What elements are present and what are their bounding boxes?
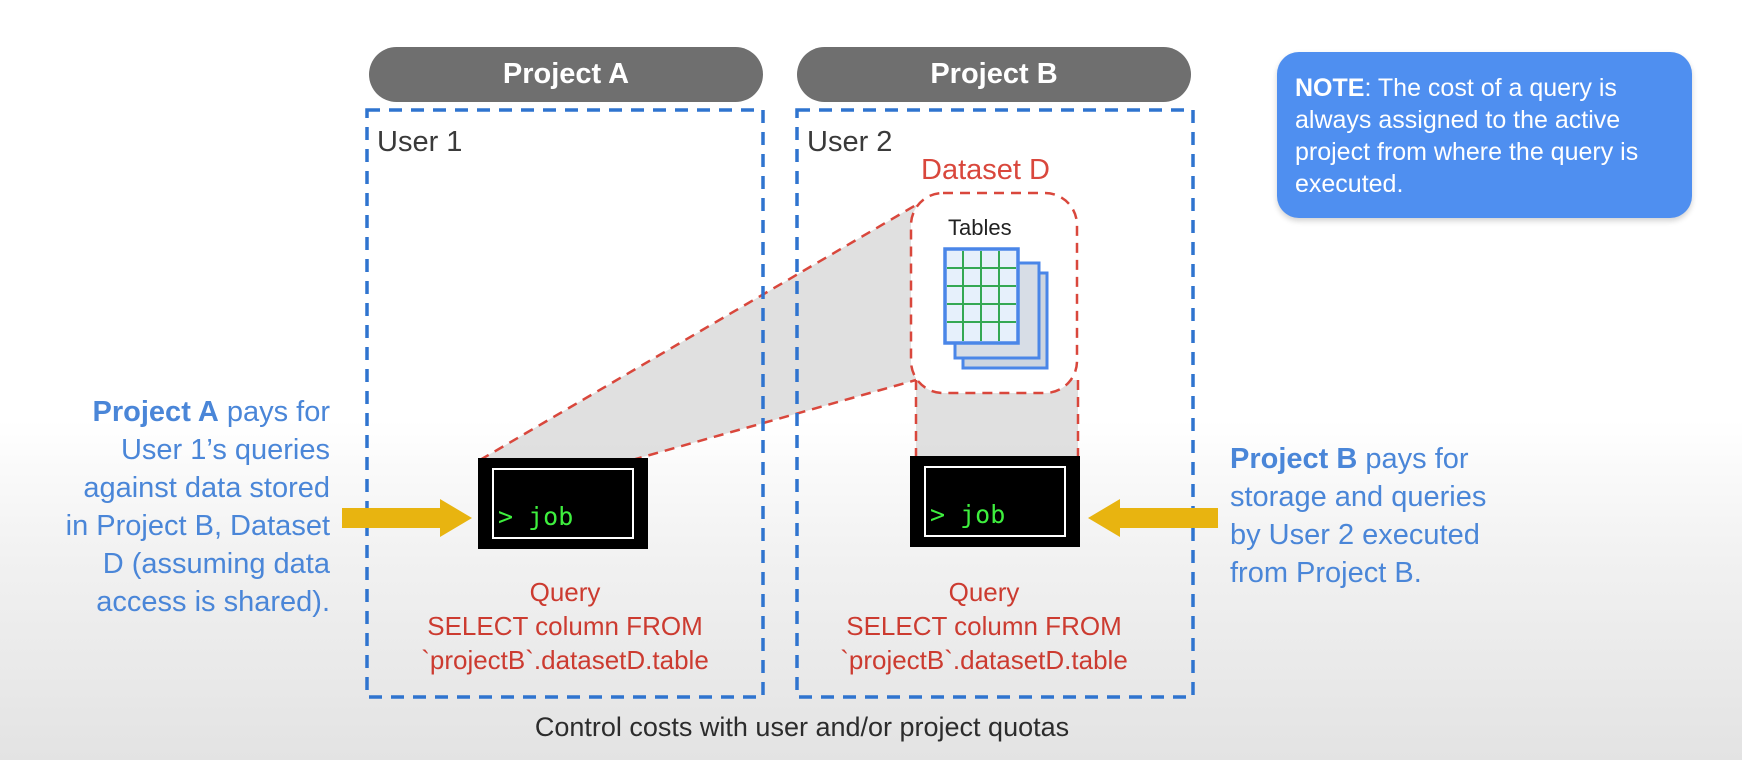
query-right: Query SELECT column FROM `projectB`.data… [786,575,1182,677]
query-line-1: SELECT column FROM [427,611,703,641]
query-title: Query [529,577,601,607]
query-left: Query SELECT column FROM `projectB`.data… [367,575,763,677]
job-terminal-right: > job [910,456,1080,547]
query-line-2: `projectB`.datasetD.table [840,645,1128,675]
note-emphasis: Project B [1230,443,1358,475]
project-a-boundary [365,108,765,699]
note-text: : The cost of a query is always assigned… [1295,74,1639,198]
user-1-label: User 1 [377,126,463,158]
footer-caption: Control costs with user and/or project q… [534,712,1070,742]
job-command: > job [498,502,574,531]
project-b-header: Project B [797,47,1191,102]
query-title: Query [948,577,1020,607]
dataset-d-label: Dataset D [921,154,1050,186]
note-title: NOTE [1295,74,1365,102]
note-emphasis: Project A [92,396,219,428]
note-callout: NOTE: The cost of a query is always assi… [1277,52,1692,218]
project-b-boundary [795,108,1195,699]
job-command: > job [930,500,1006,529]
project-b-billing-note: Project B pays for storage and queries b… [1230,443,1487,589]
user-2-label: User 2 [807,126,893,158]
arrow-right-icon [342,499,472,537]
tables-label: Tables [948,215,1012,240]
job-terminal-left: > job [478,458,648,549]
project-a-billing-note: Project A pays for User 1’s queries agai… [65,396,330,618]
projection-line-bottom [631,378,917,462]
project-a-header: Project A [369,47,763,102]
query-line-1: SELECT column FROM [846,611,1122,641]
tables-icon [943,247,1049,370]
arrow-left-icon [1088,499,1218,537]
query-line-2: `projectB`.datasetD.table [421,645,709,675]
